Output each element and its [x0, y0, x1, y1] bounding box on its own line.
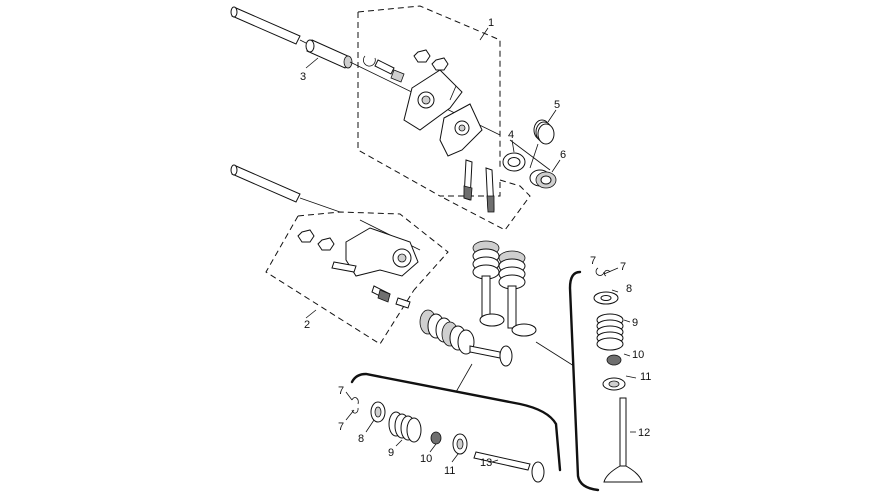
callout-10-right: 10 [632, 349, 644, 361]
callout-11-bottom: 11 [444, 465, 455, 477]
callout-13: 13 [480, 457, 492, 469]
upper-dashed-frame [357, 5, 531, 231]
callout-7-right-b: 7 [620, 261, 626, 273]
leader-lines [305, 27, 637, 463]
lower-rocker-arm [297, 227, 419, 309]
callout-12: 12 [638, 427, 650, 439]
lower-left-brace [350, 363, 562, 472]
right-brace [535, 270, 600, 492]
callout-10-bottom: 10 [420, 453, 432, 465]
callout-9-bottom: 9 [388, 447, 394, 459]
callout-4: 4 [508, 129, 514, 141]
horizontal-valves [419, 309, 513, 367]
right-valve-parts [593, 267, 643, 483]
upright-valves [472, 240, 537, 337]
callout-11-right: 11 [640, 371, 651, 383]
lower-dashed-frame [265, 211, 449, 345]
callout-1: 1 [488, 17, 494, 29]
callout-3: 3 [300, 71, 306, 83]
callout-9-right: 9 [632, 317, 638, 329]
callout-2: 2 [304, 319, 310, 331]
callout-7-bottom-a: 7 [338, 385, 344, 397]
callout-7-bottom-b: 7 [338, 421, 344, 433]
callout-8-right: 8 [626, 283, 632, 295]
upper-rocker-arms [363, 49, 495, 213]
bottom-valve-parts [351, 397, 545, 483]
callout-6: 6 [560, 149, 566, 161]
callout-7-right-a: 7 [590, 255, 596, 267]
callout-labels: 1 3 4 5 6 2 7 7 8 9 10 11 12 7 7 8 9 10 … [300, 17, 651, 477]
callout-8-bottom: 8 [358, 433, 364, 445]
upper-rocker-shaft [230, 6, 551, 171]
callout-5: 5 [554, 99, 560, 111]
upper-spring-washers [502, 119, 557, 189]
